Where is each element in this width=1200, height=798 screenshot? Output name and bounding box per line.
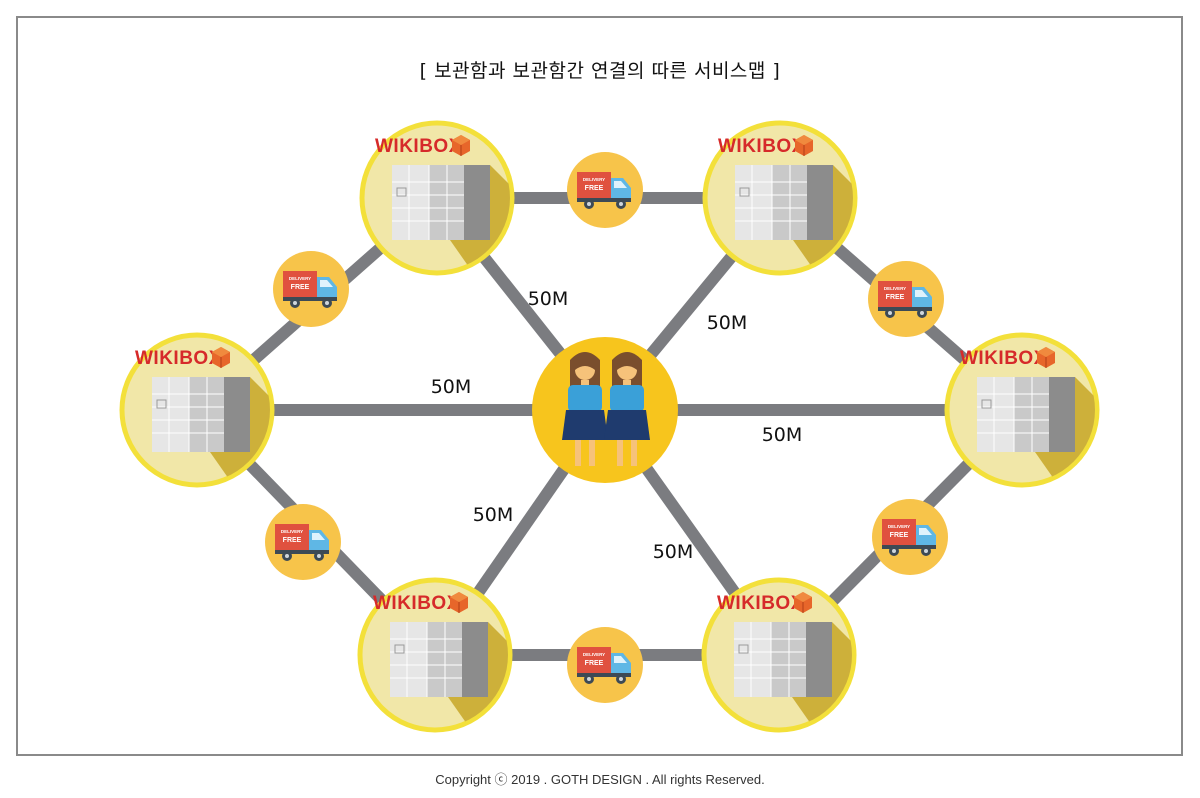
edge-label: 50M (473, 504, 514, 526)
truck-delivery-text: DELIVERY (281, 529, 303, 534)
truck-free-text: FREE (886, 294, 905, 301)
delivery-badge: DELIVERY FREE (567, 627, 643, 703)
delivery-truck-icon: DELIVERY FREE (577, 172, 631, 209)
wikibox-logo: WIKIBOX (960, 347, 1055, 369)
delivery-truck-icon: DELIVERY FREE (878, 281, 932, 318)
truck-delivery-text: DELIVERY (583, 652, 605, 657)
truck-delivery-text: DELIVERY (289, 276, 311, 281)
delivery-badge: DELIVERY FREE (273, 251, 349, 327)
wikibox-logo: WIKIBOX (373, 592, 468, 614)
storage-locker-icon (390, 622, 488, 697)
box-icon (794, 592, 812, 613)
woman-figure (604, 352, 650, 466)
box-icon (452, 135, 470, 156)
brand-text: WIKIBOX (717, 593, 804, 614)
box-icon (1037, 347, 1055, 368)
storage-locker-icon (392, 165, 490, 240)
storage-locker-icon (734, 622, 832, 697)
storage-node: WIKIBOX (357, 577, 513, 733)
truck-delivery-text: DELIVERY (888, 524, 910, 529)
wikibox-logo: WIKIBOX (135, 347, 230, 369)
delivery-badge: DELIVERY FREE (567, 152, 643, 228)
edge-label: 50M (707, 312, 748, 334)
storage-node: WIKIBOX (359, 120, 515, 276)
storage-node: WIKIBOX (119, 332, 275, 488)
truck-free-text: FREE (585, 660, 604, 667)
wikibox-logo: WIKIBOX (717, 592, 812, 614)
delivery-truck-icon: DELIVERY FREE (283, 271, 337, 308)
storage-node: WIKIBOX (944, 332, 1100, 488)
edge-label: 50M (653, 541, 694, 563)
storage-node: WIKIBOX (701, 577, 857, 733)
delivery-badge: DELIVERY FREE (265, 504, 341, 580)
diagram-title: [ 보관함과 보관함간 연결의 따른 서비스맵 ] (419, 60, 781, 82)
brand-text: WIKIBOX (373, 593, 460, 614)
two-women-icon (562, 352, 650, 466)
delivery-truck-icon: DELIVERY FREE (882, 519, 936, 556)
truck-free-text: FREE (585, 185, 604, 192)
truck-free-text: FREE (291, 284, 310, 291)
truck-free-text: FREE (283, 537, 302, 544)
central-hub (532, 337, 678, 483)
woman-figure (562, 352, 608, 466)
truck-delivery-text: DELIVERY (884, 286, 906, 291)
truck-free-text: FREE (890, 532, 909, 539)
delivery-badge: DELIVERY FREE (868, 261, 944, 337)
truck-delivery-text: DELIVERY (583, 177, 605, 182)
box-icon (450, 592, 468, 613)
storage-locker-icon (977, 377, 1075, 452)
edge-label: 50M (528, 288, 569, 310)
box-icon (795, 135, 813, 156)
delivery-badge: DELIVERY FREE (872, 499, 948, 575)
delivery-truck-icon: DELIVERY FREE (577, 647, 631, 684)
storage-locker-icon (735, 165, 833, 240)
brand-text: WIKIBOX (960, 348, 1047, 369)
box-icon (212, 347, 230, 368)
delivery-truck-icon: DELIVERY FREE (275, 524, 329, 561)
brand-text: WIKIBOX (135, 348, 222, 369)
copyright-footer: Copyright ⓒ 2019 . GOTH DESIGN . All rig… (435, 772, 765, 787)
edge-label: 50M (431, 376, 472, 398)
storage-locker-icon (152, 377, 250, 452)
edge-label: 50M (762, 424, 803, 446)
wikibox-logo: WIKIBOX (375, 135, 470, 157)
wikibox-logo: WIKIBOX (718, 135, 813, 157)
brand-text: WIKIBOX (718, 136, 805, 157)
brand-text: WIKIBOX (375, 136, 462, 157)
